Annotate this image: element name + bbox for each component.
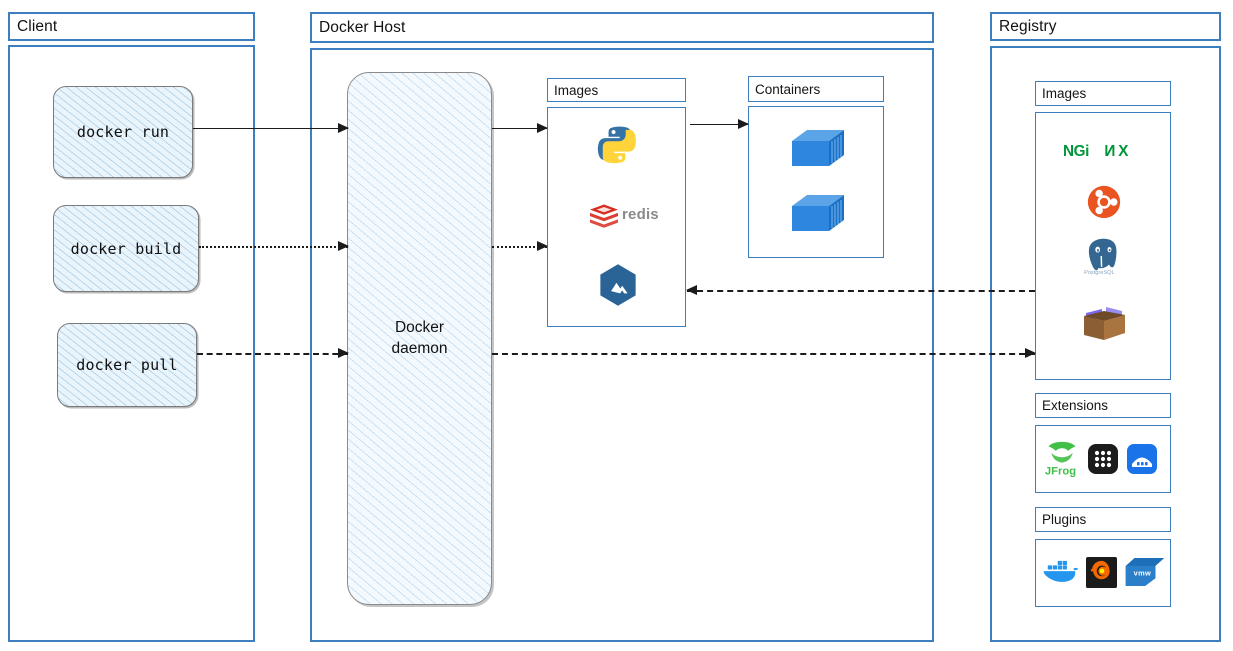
app-grid-icon bbox=[1088, 444, 1118, 474]
docker-host-zone-title: Docker Host bbox=[310, 12, 934, 43]
registry-extensions-title: Extensions bbox=[1035, 393, 1171, 418]
python-icon bbox=[597, 126, 636, 164]
command-docker-pull[interactable]: docker pull bbox=[57, 323, 197, 407]
archway-icon bbox=[1127, 444, 1157, 474]
connection-shaft bbox=[690, 124, 748, 125]
command-docker-build[interactable]: docker build bbox=[53, 205, 199, 292]
vmware-icon: vmw bbox=[1125, 558, 1165, 586]
connection-shaft bbox=[492, 128, 547, 129]
connection-shaft bbox=[197, 353, 348, 355]
registry-images-title: Images bbox=[1035, 81, 1171, 106]
registry-zone-title: Registry bbox=[990, 12, 1221, 41]
arrowhead-right-icon bbox=[1025, 348, 1036, 358]
svg-text:X: X bbox=[1118, 143, 1129, 160]
connection-shaft bbox=[492, 246, 547, 248]
connection-shaft bbox=[687, 290, 1035, 292]
package-box-icon bbox=[1084, 307, 1125, 340]
redis-label: redis bbox=[622, 206, 659, 223]
container-box-icon bbox=[792, 195, 844, 231]
container-box-icon bbox=[792, 130, 844, 166]
ubuntu-icon bbox=[1087, 185, 1121, 219]
client-zone-title: Client bbox=[8, 12, 255, 41]
connection-shaft bbox=[199, 246, 348, 248]
jfrog-icon: JFrog bbox=[1045, 441, 1076, 477]
svg-text:N: N bbox=[1104, 143, 1115, 160]
redis-icon bbox=[590, 204, 618, 228]
docker-whale-icon bbox=[1043, 560, 1079, 582]
host-containers-title: Containers bbox=[748, 76, 884, 102]
host-images-title: Images bbox=[547, 78, 686, 102]
arrowhead-right-icon bbox=[537, 123, 548, 133]
arrowhead-right-icon bbox=[537, 241, 548, 251]
daemon-label-line2: daemon bbox=[391, 339, 448, 357]
alpine-icon bbox=[600, 264, 636, 306]
nginx-icon: NGi N X bbox=[1063, 143, 1129, 160]
grafana-icon bbox=[1086, 557, 1117, 588]
registry-plugins-title: Plugins bbox=[1035, 507, 1171, 532]
svg-text:PostgreSQL: PostgreSQL bbox=[1084, 270, 1114, 275]
arrowhead-right-icon bbox=[338, 348, 349, 358]
arrowhead-left-icon bbox=[686, 285, 697, 295]
svg-text:JFrog: JFrog bbox=[1045, 465, 1076, 477]
command-docker-run[interactable]: docker run bbox=[53, 86, 193, 178]
connection-shaft bbox=[492, 353, 1035, 355]
arrowhead-right-icon bbox=[338, 241, 349, 251]
arrowhead-right-icon bbox=[338, 123, 349, 133]
svg-text:vmw: vmw bbox=[1134, 569, 1152, 578]
daemon-label-line1: Docker bbox=[394, 318, 445, 336]
postgresql-icon: PostgreSQL bbox=[1084, 238, 1117, 275]
arrowhead-right-icon bbox=[738, 119, 749, 129]
svg-text:NGi: NGi bbox=[1063, 143, 1089, 160]
connection-shaft bbox=[193, 128, 348, 129]
docker-daemon-box: Docker daemon bbox=[347, 72, 492, 605]
